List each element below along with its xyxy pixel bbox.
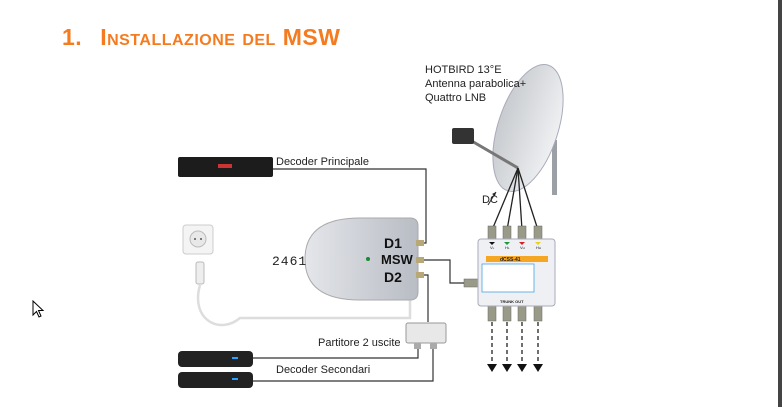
multiswitch: VL HL VH HH dCSS-41 TRUNK OUT [463, 225, 556, 372]
satellite-label: HOTBIRD 13°E Antenna parabolica+ Quattro… [425, 63, 526, 105]
input-vl: VL [490, 245, 495, 250]
scrollbar[interactable] [778, 0, 782, 407]
satellite-dish [452, 64, 564, 231]
heading-text: Installazione del MSW [100, 24, 341, 50]
msw-device [304, 217, 424, 301]
port-d1-label: D1 [384, 235, 402, 251]
trunk-out-arrows [487, 364, 543, 372]
input-hh: HH [536, 245, 541, 250]
satellite-label-line: Antenna parabolica+ [425, 78, 527, 90]
dc-label: DC [482, 194, 498, 206]
satellite-label-line: Quattro LNB [425, 92, 487, 104]
splitter [405, 322, 447, 349]
lnb-quad [452, 128, 474, 144]
splitter-label: Partitore 2 uscite [318, 337, 401, 349]
heading-number: 1. [62, 24, 83, 50]
port-msw-label: MSW [381, 252, 413, 267]
power-cable [196, 284, 412, 327]
msw-code: 2461 [272, 254, 308, 269]
input-hl: HL [505, 245, 510, 250]
decoder-secondari-label: Decoder Secondari [276, 364, 371, 376]
mouse-cursor-icon [32, 300, 45, 318]
wall-socket [182, 224, 214, 285]
section-heading: 1. Installazione del MSW [62, 24, 340, 51]
satellite-label-line: HOTBIRD 13°E [425, 64, 502, 76]
port-d2-label: D2 [384, 269, 402, 285]
decoder-secondari-devices [178, 351, 253, 388]
multiswitch-model: dCSS-41 [500, 257, 521, 263]
decoder-principale-device [178, 157, 273, 177]
trunk-out-label: TRUNK OUT [500, 299, 524, 304]
decoder-principale-label: Decoder Principale [276, 156, 369, 168]
input-vh: VH [520, 245, 525, 250]
